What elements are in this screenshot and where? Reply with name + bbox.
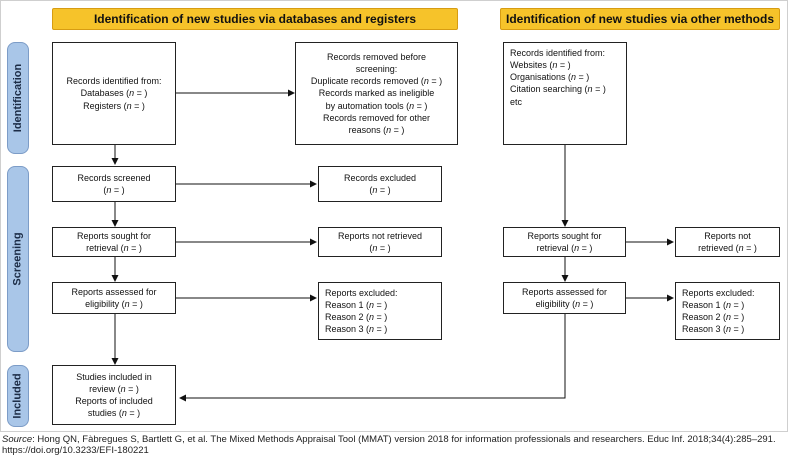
records-identified-box: Records identified from: Databases (n = … (52, 42, 176, 145)
reports-not-retrieved-box: Reports not retrieved (n = ) (318, 227, 442, 257)
source-text: : Hong QN, Fàbregues S, Bartlett G, et a… (2, 434, 776, 457)
source-citation: Source: Hong QN, Fàbregues S, Bartlett G… (2, 434, 786, 457)
other-reports-sought-box: Reports sought for retrieval (n = ) (503, 227, 626, 257)
phase-identification: Identification (7, 42, 29, 154)
source-label: Source (2, 434, 33, 445)
header-databases: Identification of new studies via databa… (52, 8, 458, 30)
other-records-identified-box: Records identified from: Websites (n = )… (503, 42, 627, 145)
reports-assessed-box: Reports assessed for eligibility (n = ) (52, 282, 176, 314)
other-reports-excluded-box: Reports excluded: Reason 1 (n = ) Reason… (675, 282, 780, 340)
other-reports-not-retrieved-box: Reports not retrieved (n = ) (675, 227, 780, 257)
phase-included: Included (7, 365, 29, 427)
reports-excluded-box: Reports excluded: Reason 1 (n = ) Reason… (318, 282, 442, 340)
studies-included-box: Studies included in review (n = ) Report… (52, 365, 176, 425)
records-screened-box: Records screened (n = ) (52, 166, 176, 202)
records-removed-box: Records removed before screening: Duplic… (295, 42, 458, 145)
phase-screening: Screening (7, 166, 29, 352)
other-reports-assessed-box: Reports assessed for eligibility (n = ) (503, 282, 626, 314)
header-other-methods: Identification of new studies via other … (500, 8, 780, 30)
reports-sought-box: Reports sought for retrieval (n = ) (52, 227, 176, 257)
records-excluded-box: Records excluded (n = ) (318, 166, 442, 202)
